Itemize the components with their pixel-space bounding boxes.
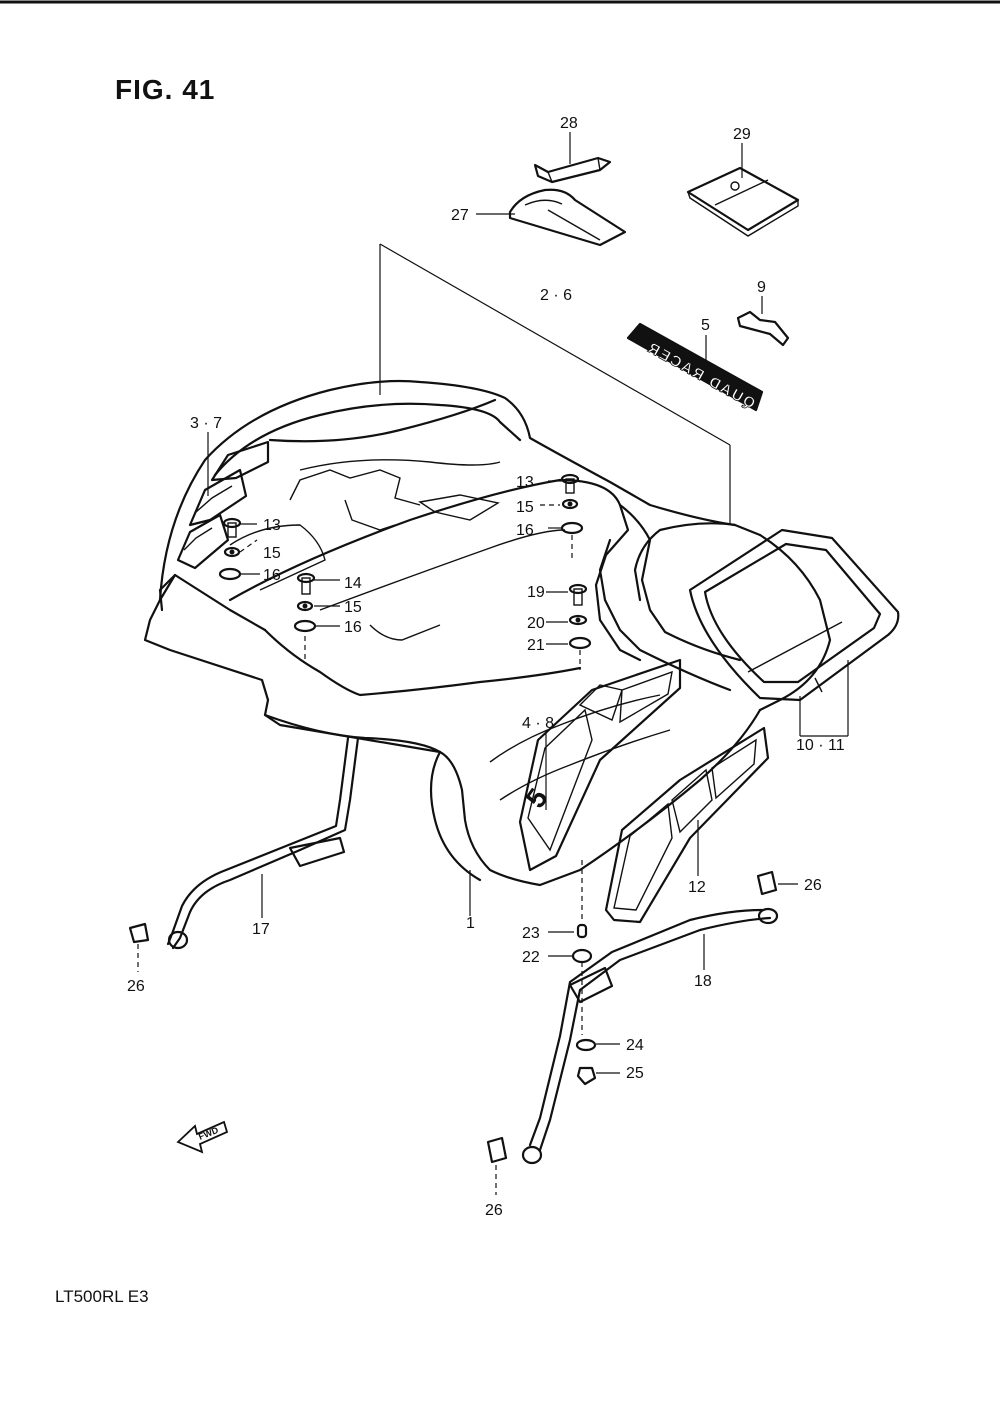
figure-title: FIG. 41 bbox=[115, 74, 216, 105]
callout-13-right: 13 bbox=[516, 474, 534, 491]
part-1-rear-fender bbox=[143, 379, 832, 887]
callout-12: 12 bbox=[688, 879, 706, 896]
callout-28: 28 bbox=[560, 115, 578, 132]
callout-16-right: 16 bbox=[516, 522, 534, 539]
model-code: LT500RL E3 bbox=[55, 1287, 149, 1306]
part-9-emblem bbox=[736, 310, 790, 347]
hardware-bolts-right bbox=[560, 473, 592, 650]
callout-29: 29 bbox=[733, 126, 751, 143]
callout-14: 14 bbox=[344, 575, 362, 592]
callout-27: 27 bbox=[451, 207, 469, 224]
callout-5: 5 bbox=[701, 317, 710, 334]
callout-labels: 28 29 27 2 · 6 9 5 3 · 7 13 15 16 13 15 … bbox=[127, 115, 845, 1219]
fwd-arrow-icon: FWD bbox=[176, 1120, 229, 1154]
callout-20: 20 bbox=[527, 615, 545, 632]
part-29-pad bbox=[686, 166, 800, 237]
part-12-number-decal bbox=[604, 726, 770, 924]
callout-4-8: 4 · 8 bbox=[522, 715, 554, 732]
callout-23: 23 bbox=[522, 925, 540, 942]
leader-lines bbox=[137, 132, 849, 1195]
part-5-quad-racer-decal: QUAD RACER bbox=[626, 322, 764, 413]
callout-17: 17 bbox=[252, 921, 270, 938]
callout-18: 18 bbox=[694, 973, 712, 990]
callout-1: 1 bbox=[466, 915, 475, 932]
callout-26-bottom: 26 bbox=[485, 1202, 503, 1219]
callout-26-left: 26 bbox=[127, 978, 145, 995]
callout-15-center: 15 bbox=[344, 599, 362, 616]
callout-16-left: 16 bbox=[263, 567, 281, 584]
callout-22: 22 bbox=[522, 949, 540, 966]
callout-2-6: 2 · 6 bbox=[540, 287, 572, 304]
callout-21: 21 bbox=[527, 637, 545, 654]
hardware-bolts-left bbox=[218, 517, 317, 633]
callout-16-center: 16 bbox=[344, 619, 362, 636]
callout-15-left: 15 bbox=[263, 545, 281, 562]
part-26-clips bbox=[128, 870, 778, 1164]
callout-10-11: 10 · 11 bbox=[796, 737, 845, 754]
part-18-stay bbox=[521, 907, 779, 1165]
callout-24: 24 bbox=[626, 1037, 644, 1054]
svg-text:5: 5 bbox=[520, 783, 554, 814]
part-27-pouch bbox=[508, 188, 627, 247]
callout-3-7: 3 · 7 bbox=[190, 415, 222, 432]
callout-19: 19 bbox=[527, 584, 545, 601]
callout-15-right: 15 bbox=[516, 499, 534, 516]
part-28-strap bbox=[533, 156, 612, 184]
callout-26-right: 26 bbox=[804, 877, 822, 894]
callout-13-left: 13 bbox=[263, 517, 281, 534]
callout-9: 9 bbox=[757, 279, 766, 296]
part-3-7-side-decal bbox=[176, 440, 270, 570]
decal-text: QUAD RACER bbox=[643, 339, 758, 413]
part-17-stay bbox=[166, 736, 360, 950]
part-4-8-number-decal: 5 bbox=[518, 658, 682, 872]
part-10-11-rack bbox=[688, 528, 900, 702]
callout-25: 25 bbox=[626, 1065, 644, 1082]
